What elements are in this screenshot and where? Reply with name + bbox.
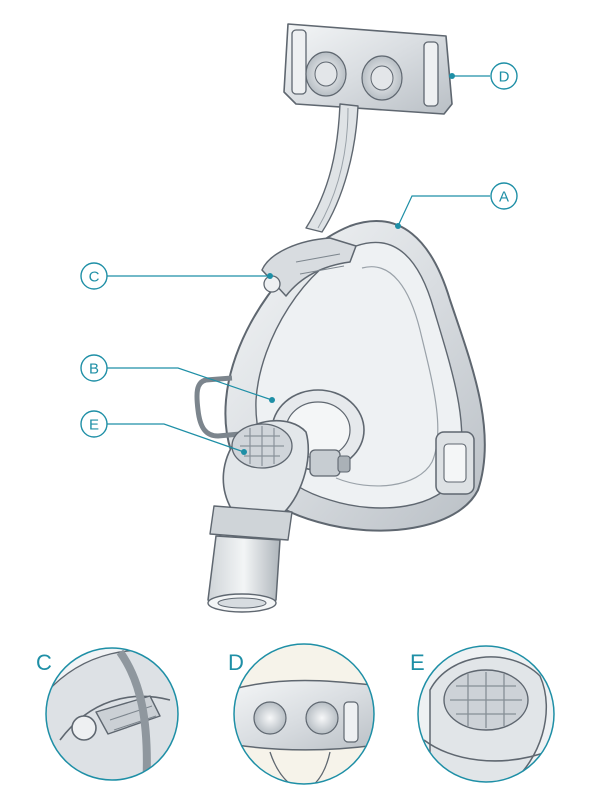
detail-d-circle (233, 643, 375, 785)
mask-illustration (194, 23, 486, 613)
hose-connector (207, 535, 281, 613)
left-headgear-loop (194, 375, 241, 439)
callout-d-label: D (499, 69, 510, 86)
callout-a: A (490, 182, 518, 210)
leader-line-b (106, 367, 273, 401)
detail-e-circle (417, 645, 555, 783)
detail-c-label: C (36, 650, 52, 675)
leader-dots (241, 73, 455, 455)
detail-c-circle (45, 647, 179, 781)
elbow-vent (209, 419, 310, 541)
callout-b-label: B (89, 361, 99, 378)
callout-c-label: C (89, 269, 100, 286)
forehead-pad (283, 23, 453, 115)
callout-lines (106, 75, 490, 453)
leader-line-e (106, 423, 245, 453)
detail-e-label: E (410, 650, 425, 675)
vent-port (309, 449, 351, 477)
callout-b: B (80, 354, 108, 382)
side-clip (261, 237, 357, 297)
leader-line-a (397, 195, 490, 227)
forehead-support-arm (305, 103, 359, 233)
callout-e: E (80, 410, 108, 438)
callout-e-label: E (89, 417, 99, 434)
callout-a-label: A (499, 189, 509, 206)
callout-d: D (490, 62, 518, 90)
detail-d-label: D (228, 650, 244, 675)
callout-c: C (80, 262, 108, 290)
